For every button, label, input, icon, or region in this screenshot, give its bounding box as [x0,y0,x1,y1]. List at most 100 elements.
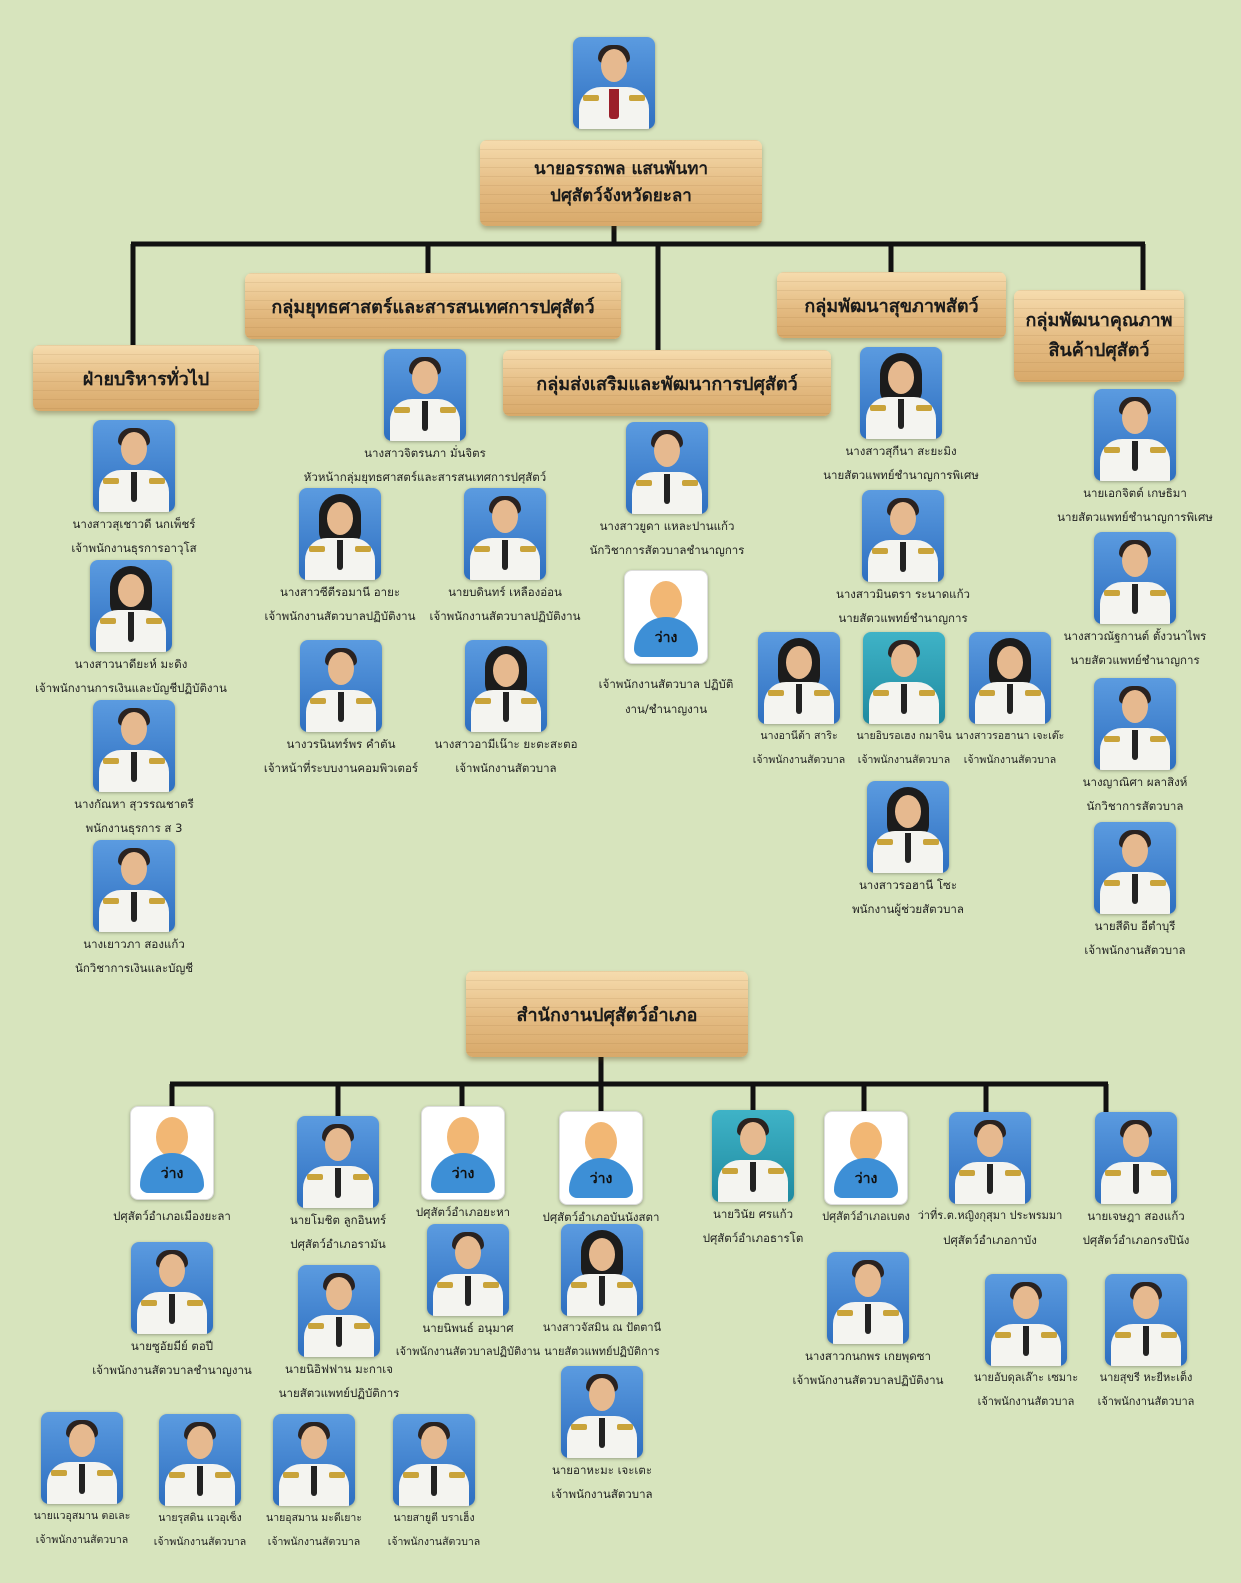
person-name: นายอิบรอเฮง กมาจิน [856,730,952,742]
person-card: นายสีดิบ อีตำบุรี เจ้าพนักงานสัตวบาล [1052,822,1218,962]
person-role: นักวิชาการสัตวบาล [1086,799,1184,813]
person-photo [297,1116,379,1208]
person-card: นางอานีต้า สาริะ เจ้าพนักงานสัตวบาล [745,632,853,772]
group-label: กลุ่มยุทธศาสตร์และสารสนเทศการปศุสัตว์ [271,296,595,318]
person-photo [93,840,175,932]
person-card: นางสาวมินตรา ระนาดแก้ว นายสัตวแพทย์ชำนาญ… [822,490,984,630]
group-board-district-office: สำนักงานปศุสัตว์อำเภอ [466,971,748,1057]
group-board-health: กลุ่มพัฒนาสุขภาพสัตว์ [777,272,1006,338]
person-photo [465,640,547,732]
person-name: นายอับดุลเล๊าะ เซมาะ [973,1371,1079,1384]
person-card: นางสาวจิตรนภา มั่นจิตร หัวหน้ากลุ่มยุทธศ… [300,349,550,489]
person-name: นางอานีต้า สาริะ [760,730,838,742]
person-name: นางสาวรอฮานา เจะเต๊ะ [955,730,1065,742]
person-photo [1095,1112,1177,1204]
person-role: เจ้าพนักงานสัตวบาลปฏิบัติงาน [264,609,416,623]
person-role: ปศุสัตว์อำเภอบันนังสตา [542,1210,660,1224]
district-card-vacant: ว่าง ปศุสัตว์อำเภอเมืองยะลา [102,1106,242,1228]
person-role: ปศุสัตว์อำเภอกรงปินัง [1082,1233,1190,1247]
person-role: เจ้าหน้าที่ระบบงานคอมพิวเตอร์ [263,761,419,775]
person-photo [1105,1274,1187,1366]
person-role: เจ้าพนักงานการเงินและบัญชีปฏิบัติงาน [35,681,227,695]
person-role: ปศุสัตว์อำเภอเมืองยะลา [113,1209,231,1223]
person-photo [949,1112,1031,1204]
person-card-vacant: ว่าง เจ้าพนักงานสัตวบาล ปฏิบัติงาน/ชำนาญ… [590,570,742,722]
vacant-label: ว่าง [160,1166,184,1182]
person-card: นางสาวสุกีนา สะยะมิง นายสัตวแพทย์ชำนาญกา… [818,347,984,487]
person-photo [969,632,1051,724]
person-name: นายวินัย ศรแก้ว [712,1207,794,1221]
person-role: นายสัตวแพทย์ชำนาญการ [838,611,968,625]
person-card: นางญาณิศา ผลาสิงห์ นักวิชาการสัตวบาล [1052,678,1218,818]
person-name: นายเจษฎา สองแก้ว [1087,1209,1185,1223]
vacant-label: ว่าง [451,1166,475,1182]
person-photo [626,422,708,514]
person-card: นางสาวรอฮานี โซะ พนักงานผู้ช่วยสัตวบาล [828,781,988,921]
district-card-vacant: ว่าง ปศุสัตว์อำเภอยะหา [402,1106,524,1224]
person-role: นายสัตวแพทย์ปฏิบัติการ [278,1386,400,1400]
person-photo [1094,822,1176,914]
person-photo [712,1110,794,1202]
person-role: เจ้าพนักงานสัตวบาลปฏิบัติงาน [792,1373,944,1387]
person-card: นางสาวจัสมิน ณ ปัตตานี นายสัตวแพทย์ปฏิบั… [532,1224,672,1364]
person-role: เจ้าพนักงานสัตวบาล [387,1536,481,1548]
person-card: นางกัณหา สุวรรณชาตรี พนักงานธุรการ ส 3 [38,700,230,840]
person-photo [41,1412,123,1504]
district-card-vacant: ว่าง ปศุสัตว์อำเภอเบตง [808,1111,924,1229]
district-card: ว่าที่ร.ต.หญิงกุสุมา ประพรมมา ปศุสัตว์อำ… [910,1112,1070,1252]
person-card: นายซูอัยมีย์ ตอปี เจ้าพนักงานสัตวบาลชำนา… [92,1242,252,1382]
person-role: เจ้าพนักงานสัตวบาล [551,1487,653,1501]
district-card: นายวินัย ศรแก้ว ปศุสัตว์อำเภอธารโต [683,1110,823,1250]
person-role: นายสัตวแพทย์ชำนาญการ [1070,653,1200,667]
person-role: เจ้าพนักงานสัตวบาล [455,761,557,775]
person-card: นายเอกจิตต์ เกษธิมา นายสัตวแพทย์ชำนาญการ… [1052,389,1218,529]
person-name: นางสาวจัสมิน ณ ปัตตานี [542,1321,662,1334]
group-board-strategy: กลุ่มยุทธศาสตร์และสารสนเทศการปศุสัตว์ [245,273,621,339]
person-role: พนักงานผู้ช่วยสัตวบาล [852,902,964,916]
group-label: กลุ่มพัฒนาคุณภาพ สินค้าปศุสัตว์ [1025,310,1173,361]
person-photo [93,420,175,512]
person-role: เจ้าพนักงานธุรการอาวุโส [71,541,197,555]
group-board-admin: ฝ่ายบริหารทั่วไป [33,345,259,411]
vacant-label: ว่าง [654,630,678,646]
group-label: กลุ่มพัฒนาสุขภาพสัตว์ [804,295,979,317]
group-label: กลุ่มส่งเสริมและพัฒนาการปศุสัตว์ [536,373,798,395]
person-name: ว่าที่ร.ต.หญิงกุสุมา ประพรมมา [917,1209,1063,1222]
person-role: เจ้าพนักงานสัตวบาล [267,1536,361,1548]
person-role: นักวิชาการสัตวบาลชำนาญการ [589,543,745,557]
person-name: นางสาวกนกพร เกยพุดซา [804,1349,931,1363]
district-card: นายเจษฎา สองแก้ว ปศุสัตว์อำเภอกรงปินัง [1068,1112,1204,1252]
person-role: เจ้าพนักงานสัตวบาล [1084,943,1186,957]
person-name: นางสาวอามีเน๊าะ ยะตะสะตอ [434,737,578,751]
person-name: นางกัณหา สุวรรณชาตรี [74,797,194,811]
person-name: นายสายูตี บราเฮ็ง [393,1512,475,1524]
vacant-placeholder-icon: ว่าง [559,1111,643,1205]
person-card: นายสุขรี หะยีหะเต็ง เจ้าพนักงานสัตวบาล [1090,1274,1202,1414]
person-name: นายเอกจิตต์ เกษธิมา [1083,486,1187,500]
person-name: นางสาวซีตีรอมานี อายะ [279,585,401,599]
person-name: นายรุสดิน แวอุเซ็ง [158,1512,242,1524]
person-name: นางสาวรอฮานี โซะ [858,878,958,892]
person-photo [985,1274,1067,1366]
person-role: ปศุสัตว์อำเภอธารโต [702,1231,804,1245]
person-card: นายรุสดิน แวอุเซ็ง เจ้าพนักงานสัตวบาล [146,1414,254,1554]
person-role: ปศุสัตว์อำเภอยะหา [415,1205,511,1219]
person-name: นางสาวนาดียะห์ มะดิง [74,657,188,671]
district-card: นายโมชิต ลูกอินทร์ ปศุสัตว์อำเภอรามัน [268,1116,408,1256]
person-photo [384,349,466,441]
person-role: หัวหน้ากลุ่มยุทธศาสตร์และสารสนเทศการปศุส… [303,470,547,484]
person-name: นายโมชิต ลูกอินทร์ [289,1213,387,1227]
person-name: นายนิอิฟฟาน มะกาเจ [285,1362,393,1376]
person-card: นายอาหะมะ เจะเตะ เจ้าพนักงานสัตวบาล [532,1366,672,1506]
person-photo [863,632,945,724]
director-name: นายอรรถพล แสนพันทา [534,159,708,179]
person-role: พนักงานธุรการ ส 3 [85,821,183,835]
person-role: เจ้าพนักงานสัตวบาล [857,754,951,766]
person-card: นายอิบรอเฮง กมาจิน เจ้าพนักงานสัตวบาล [850,632,958,772]
director-photo [573,37,655,129]
person-photo [298,1265,380,1357]
person-role: เจ้าพนักงานสัตวบาลปฏิบัติงาน [395,1345,541,1358]
person-photo [464,488,546,580]
person-role: เจ้าพนักงานสัตวบาล [1097,1395,1195,1408]
person-card: นายอับดุลเล๊าะ เซมาะ เจ้าพนักงานสัตวบาล [962,1274,1090,1414]
